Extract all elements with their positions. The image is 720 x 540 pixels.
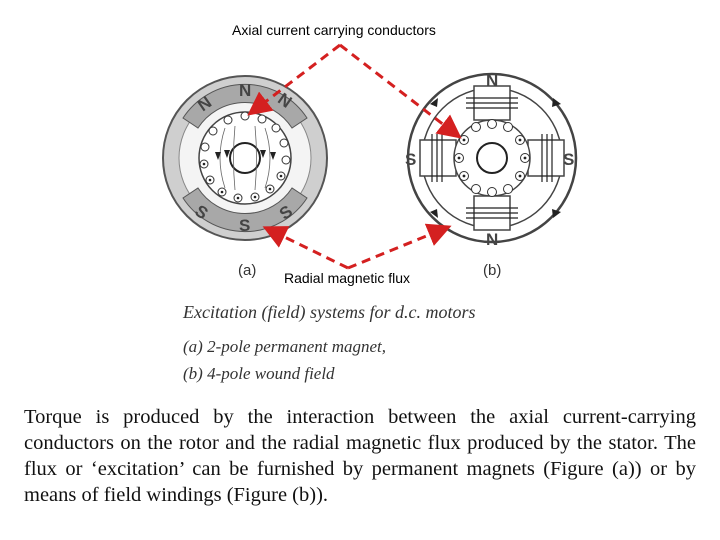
flux-arrowheads-b xyxy=(430,98,561,218)
figure-b-label: (b) xyxy=(483,262,502,279)
field-windings xyxy=(431,97,553,219)
arrow-axial-a xyxy=(247,43,341,116)
caption-title: Excitation (field) systems for d.c. moto… xyxy=(183,302,476,322)
figure-b: N N S S xyxy=(405,71,578,249)
flux-lines-a xyxy=(219,125,271,191)
pole-b-s-right: S xyxy=(563,150,574,169)
arrow-radial-a xyxy=(262,226,349,270)
shaft-a xyxy=(229,142,261,174)
pole-b-n-bottom: N xyxy=(486,230,498,249)
flux-arrowheads-a xyxy=(215,150,276,160)
pole-b-s-left: S xyxy=(405,150,416,169)
caption-item-a: (a) 2-pole permanent magnet, xyxy=(183,337,387,356)
pole-a-s-mid: S xyxy=(239,216,250,235)
figure-a-label: (a) xyxy=(238,262,257,279)
conductor-dots-a xyxy=(202,162,283,200)
pole-piece-right xyxy=(527,139,565,177)
radial-flux-label: Radial magnetic flux xyxy=(284,270,411,286)
figure-a: N N N S S S xyxy=(162,75,328,241)
caption-item-b: (b) 4-pole wound field xyxy=(183,364,335,383)
pole-piece-left xyxy=(419,139,457,177)
south-magnet xyxy=(182,187,308,233)
rotor-conductors-a xyxy=(199,111,291,203)
arrow-axial-b xyxy=(339,43,462,139)
axial-conductors-label: Axial current carrying conductors xyxy=(232,22,436,38)
shaft-b xyxy=(476,142,508,174)
pole-b-n-top: N xyxy=(486,71,498,90)
pointer-arrows xyxy=(247,43,462,270)
arrow-radial-b xyxy=(347,223,452,270)
pole-a-n-mid: N xyxy=(239,81,251,100)
conductor-dots-b xyxy=(457,138,527,178)
explanation-paragraph: Torque is produced by the interaction be… xyxy=(24,406,696,506)
